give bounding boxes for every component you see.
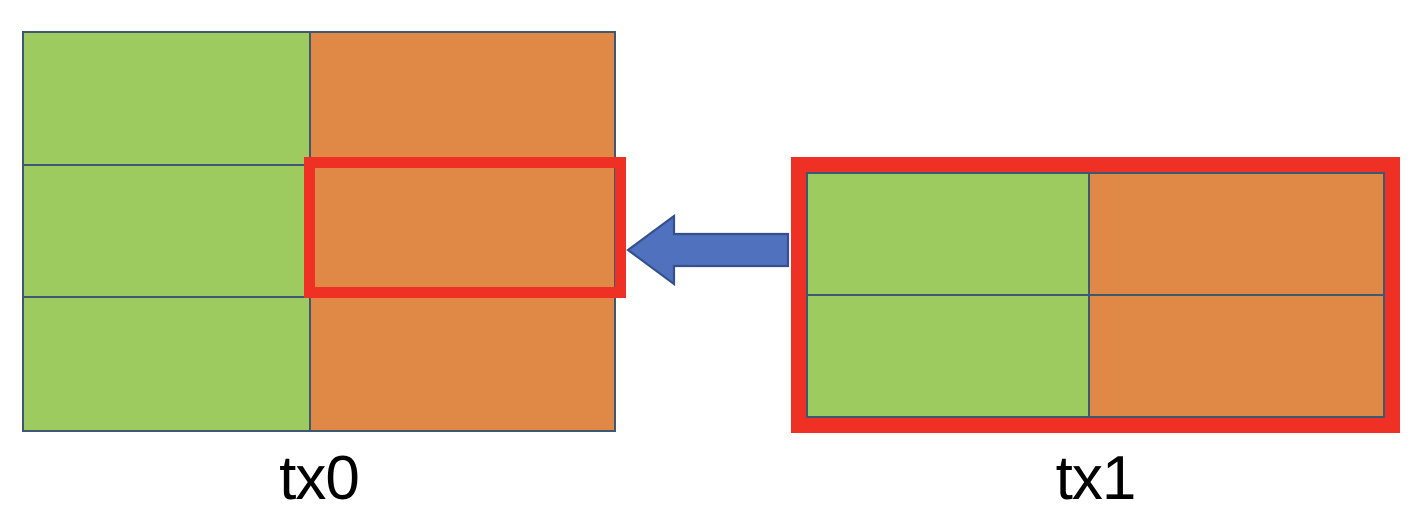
table-cell[interactable]: [22, 296, 311, 432]
table-cell[interactable]: [309, 31, 616, 166]
arrow-shape: [626, 213, 790, 287]
table-cell[interactable]: [1088, 172, 1385, 296]
table-cell[interactable]: [806, 294, 1090, 418]
table-cell[interactable]: [22, 31, 311, 166]
table-tx0: [22, 31, 616, 432]
table-cell[interactable]: [1088, 294, 1385, 418]
table-tx1: [806, 172, 1385, 418]
table-cell[interactable]: [22, 164, 311, 298]
table-label-tx1: tx1: [1055, 444, 1137, 513]
table-cell[interactable]: [806, 172, 1090, 296]
table-label-tx0: tx0: [279, 444, 360, 513]
left-arrow-icon: [626, 213, 790, 287]
table-cell[interactable]: [309, 164, 616, 298]
table-cell[interactable]: [309, 296, 616, 432]
